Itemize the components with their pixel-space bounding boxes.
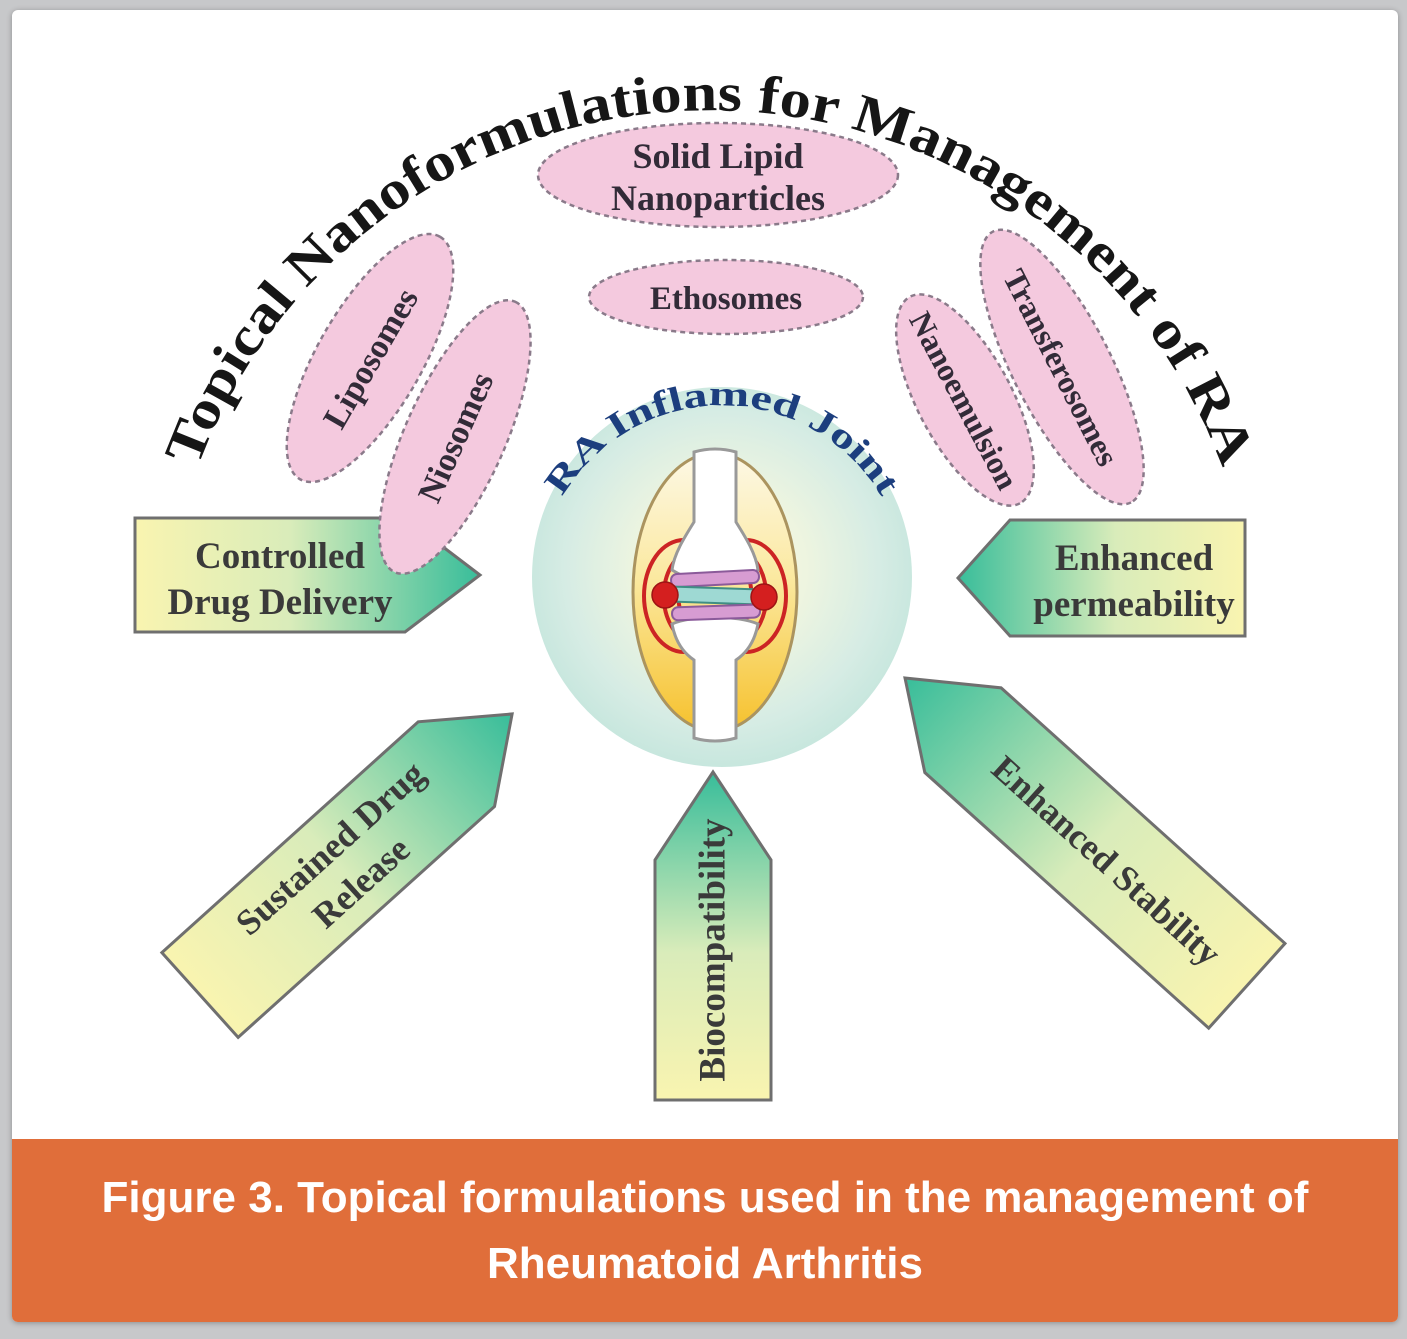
figure-caption-line2: Rheumatoid Arthritis	[487, 1238, 923, 1288]
cartilage-band-top	[670, 569, 761, 588]
pill-niosomes: Niosomes	[378, 299, 532, 575]
figure-card: Topical Nanoformulations for Management …	[12, 10, 1398, 1322]
pill-ethosomes: Ethosomes	[587, 258, 865, 336]
controlled-drug-delivery-label-line1: Controlled	[195, 536, 365, 577]
synovial-band-middle	[665, 585, 764, 606]
biocompatibility-label: Biocompatibility	[693, 818, 734, 1082]
enhanced-permeability-label-line2: permeability	[1033, 584, 1235, 625]
ethosomes-label: Ethosomes	[650, 281, 802, 317]
lower-bone	[670, 615, 760, 743]
inflamed-nodule-left	[651, 581, 679, 609]
arrow-enhanced-permeability: Enhanced permeability	[955, 518, 1247, 638]
cartilage-band-bottom	[671, 603, 762, 622]
arrow-sustained-drug-release: Sustained Drug Release	[159, 712, 514, 1040]
ra-nanoformulations-diagram: Topical Nanoformulations for Management …	[133, 62, 1288, 1102]
solid-lipid-nanoparticles-label-line1: Solid Lipid	[632, 136, 803, 176]
inflamed-nodule-right	[750, 583, 778, 611]
pill-nanoemulsion: Nanoemulsion	[894, 293, 1036, 507]
joint-illustration	[631, 447, 799, 743]
arrow-enhanced-stability: Enhanced Stability	[903, 676, 1288, 1031]
pill-solid-lipid-nanoparticles: Solid Lipid Nanoparticles	[536, 121, 900, 229]
controlled-drug-delivery-label-line2: Drug Delivery	[167, 582, 393, 623]
caption-bar: Figure 3. Topical formulations used in t…	[12, 1139, 1398, 1322]
arrow-biocompatibility: Biocompatibility	[653, 769, 773, 1102]
ra-inflamed-joint: RA Inflamed Joint	[532, 374, 912, 767]
solid-lipid-nanoparticles-label-line2: Nanoparticles	[611, 178, 825, 218]
enhanced-permeability-label-line1: Enhanced	[1055, 538, 1214, 579]
figure-caption-line1: Figure 3. Topical formulations used in t…	[101, 1172, 1309, 1222]
